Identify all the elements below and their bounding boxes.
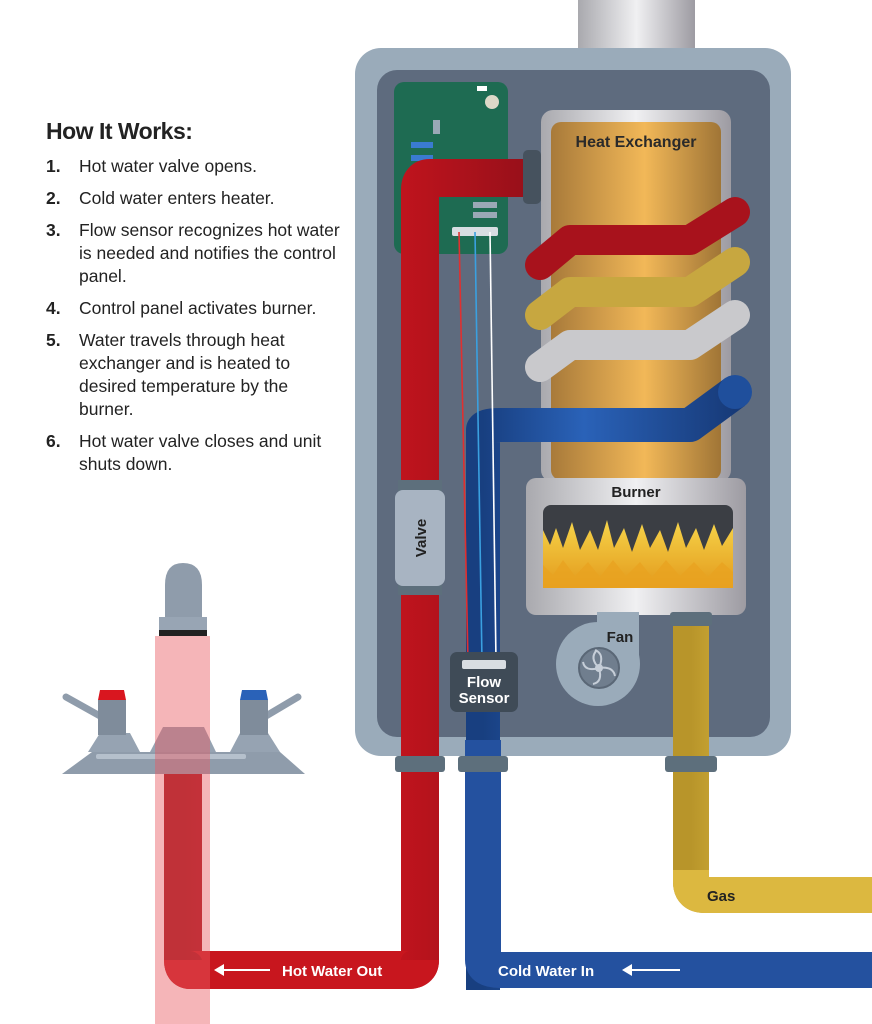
cold-handle-cap (240, 690, 268, 700)
coil-hot (525, 197, 750, 280)
step-item: 4. Control panel activates burner. (46, 297, 346, 320)
step-text: Cold water enters heater. (79, 188, 275, 208)
faucet (62, 563, 305, 1024)
how-it-works-panel: How It Works: 1. Hot water valve opens. 2.… (46, 118, 346, 485)
step-item: 3. Flow sensor recognizes hot water is ne… (46, 219, 346, 288)
gas-inlet-connector (665, 756, 717, 772)
coil-gold (525, 247, 750, 330)
step-number: 6. (46, 431, 61, 451)
burner: Burner (526, 478, 746, 615)
cold-water-in-label: Cold Water In (498, 963, 594, 980)
wire-white (489, 231, 497, 663)
cold-water-pipe (465, 740, 872, 988)
step-item: 1. Hot water valve opens. (46, 155, 346, 178)
coil-cold (466, 378, 746, 990)
valve: Valve (395, 480, 445, 595)
flow-sensor: Flow Sensor (450, 652, 518, 712)
step-number: 3. (46, 220, 61, 240)
step-text: Hot water valve opens. (79, 156, 258, 176)
hot-outlet-connector (395, 756, 445, 772)
step-item: 2. Cold water enters heater. (46, 187, 346, 210)
how-it-works-title: How It Works: (46, 118, 193, 144)
step-text: Water travels through heat exchanger and… (79, 330, 291, 419)
step-number: 1. (46, 156, 61, 176)
hot-water-out-label: Hot Water Out (282, 963, 382, 980)
valve-label: Valve (413, 519, 430, 557)
cold-water-in-label-group: Cold Water In (498, 963, 680, 980)
heat-exchanger-label: Heat Exchanger (576, 134, 697, 151)
flow-sensor-label-1: Flow (467, 674, 501, 691)
arrow-left-icon (622, 964, 632, 976)
step-list: 1. Hot water valve opens. 2. Cold water ent… (46, 155, 346, 476)
arrow-left-icon (214, 964, 224, 976)
coil-silver (525, 300, 750, 382)
step-number: 4. (46, 298, 61, 318)
burner-label: Burner (611, 484, 660, 501)
gas-label: Gas (707, 888, 735, 905)
step-number: 5. (46, 330, 61, 350)
pipe-connector (523, 150, 541, 204)
step-text: Control panel activates burner. (79, 298, 317, 318)
step-number: 2. (46, 188, 61, 208)
water-stream (155, 636, 210, 1024)
step-item: 6. Hot water valve closes and unit shuts … (46, 430, 346, 476)
fan-label: Fan (607, 629, 634, 646)
wire-blue (474, 231, 483, 663)
step-item: 5. Water travels through heat exchanger a… (46, 329, 346, 421)
wire-red (458, 231, 469, 663)
flow-sensor-label-2: Sensor (459, 690, 510, 707)
hot-water-out-label-group: Hot Water Out (214, 963, 382, 980)
cold-inlet-connector (458, 756, 508, 772)
step-text: Flow sensor recognizes hot water is need… (79, 220, 340, 286)
hot-handle-cap (98, 690, 126, 700)
fan: Fan (556, 612, 640, 706)
step-text: Hot water valve closes and unit shuts do… (79, 431, 322, 474)
